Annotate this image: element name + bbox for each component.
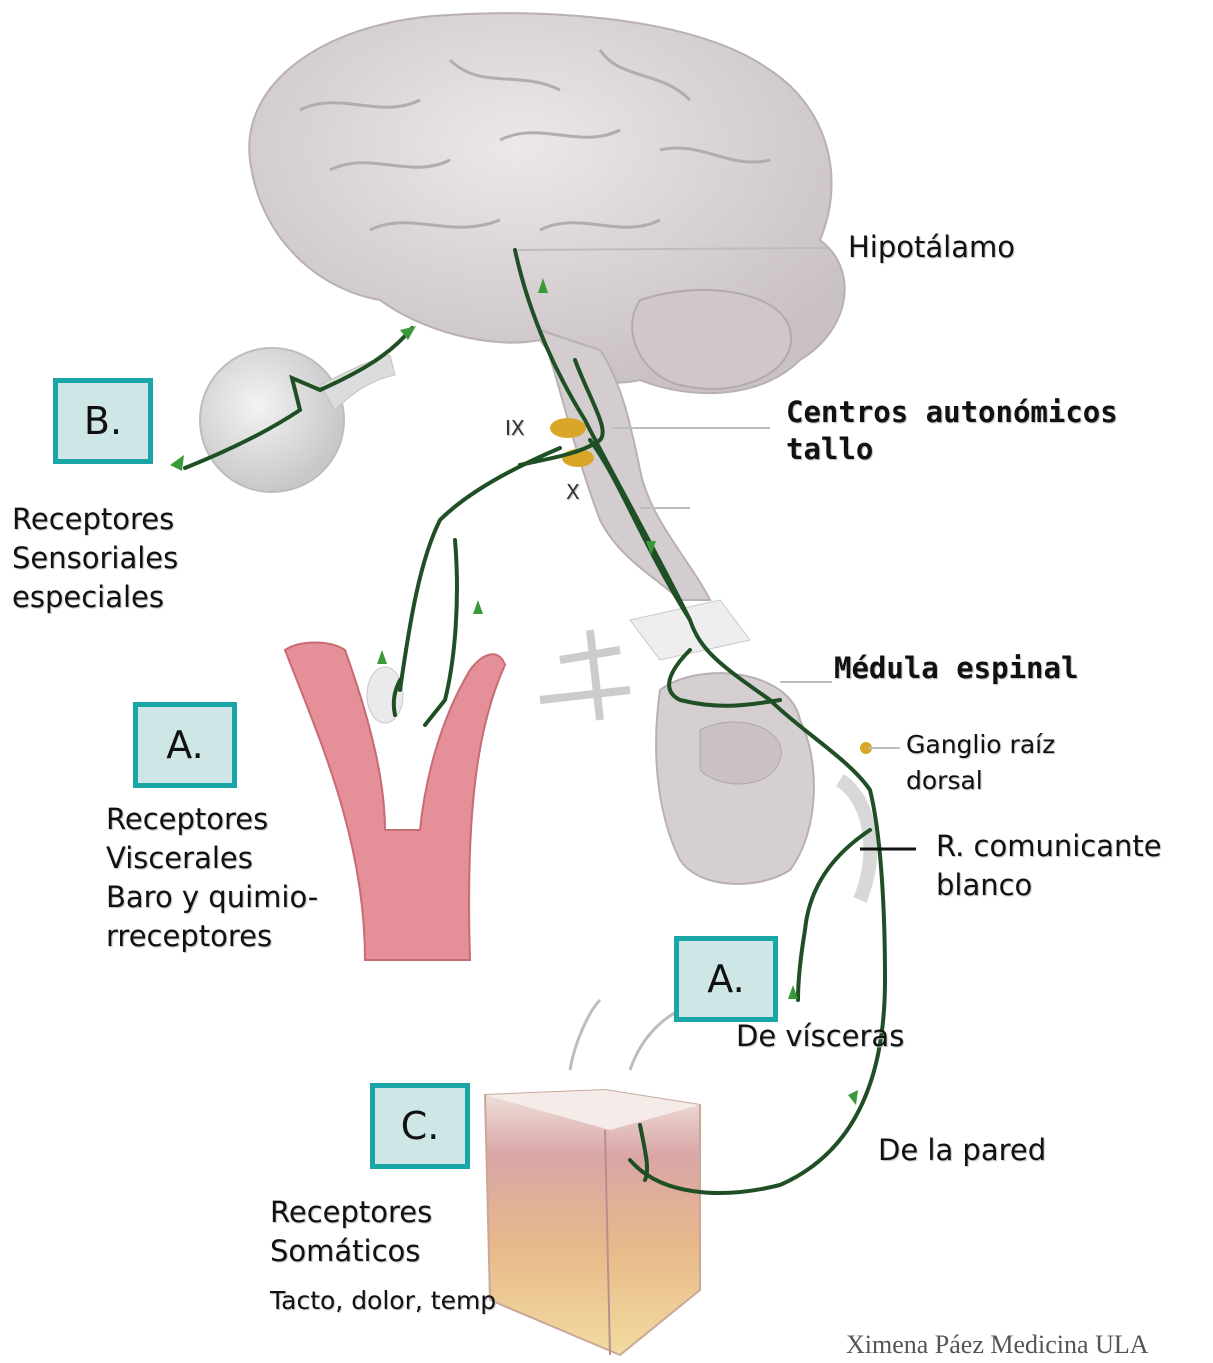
label-receptores-viscerales: Receptores Viscerales Baro y quimio- rre… [106, 800, 318, 956]
box-b: B. [53, 378, 153, 464]
label-de-la-pared: De la pared [878, 1131, 1046, 1170]
label-hipotalamo: Hipotálamo [848, 228, 1015, 267]
label-r-comunicante: R. comunicante blanco [936, 827, 1162, 905]
label-receptores-sensoriales: Receptores Sensoriales especiales [12, 500, 178, 617]
label-receptores-somaticos: Receptores Somáticos [270, 1193, 432, 1271]
label-ix: IX [505, 416, 525, 440]
label-centros-autonomicos: Centros autonómicos tallo [786, 394, 1118, 468]
eye-ball [200, 348, 395, 492]
box-c: C. [370, 1083, 470, 1169]
label-de-visceras: De vísceras [736, 1017, 904, 1056]
box-a-right: A. [674, 936, 778, 1022]
label-x: X [566, 480, 580, 504]
label-medula-espinal: Médula espinal [834, 650, 1078, 687]
box-a-left: A. [133, 702, 237, 788]
author-credit: Ximena Páez Medicina ULA [846, 1330, 1149, 1360]
skin-block [485, 1000, 700, 1355]
label-tacto-dolor-temp: Tacto, dolor, temp [270, 1283, 496, 1319]
label-ganglio-raiz-dorsal: Ganglio raíz dorsal [906, 727, 1055, 799]
brain [249, 13, 844, 600]
